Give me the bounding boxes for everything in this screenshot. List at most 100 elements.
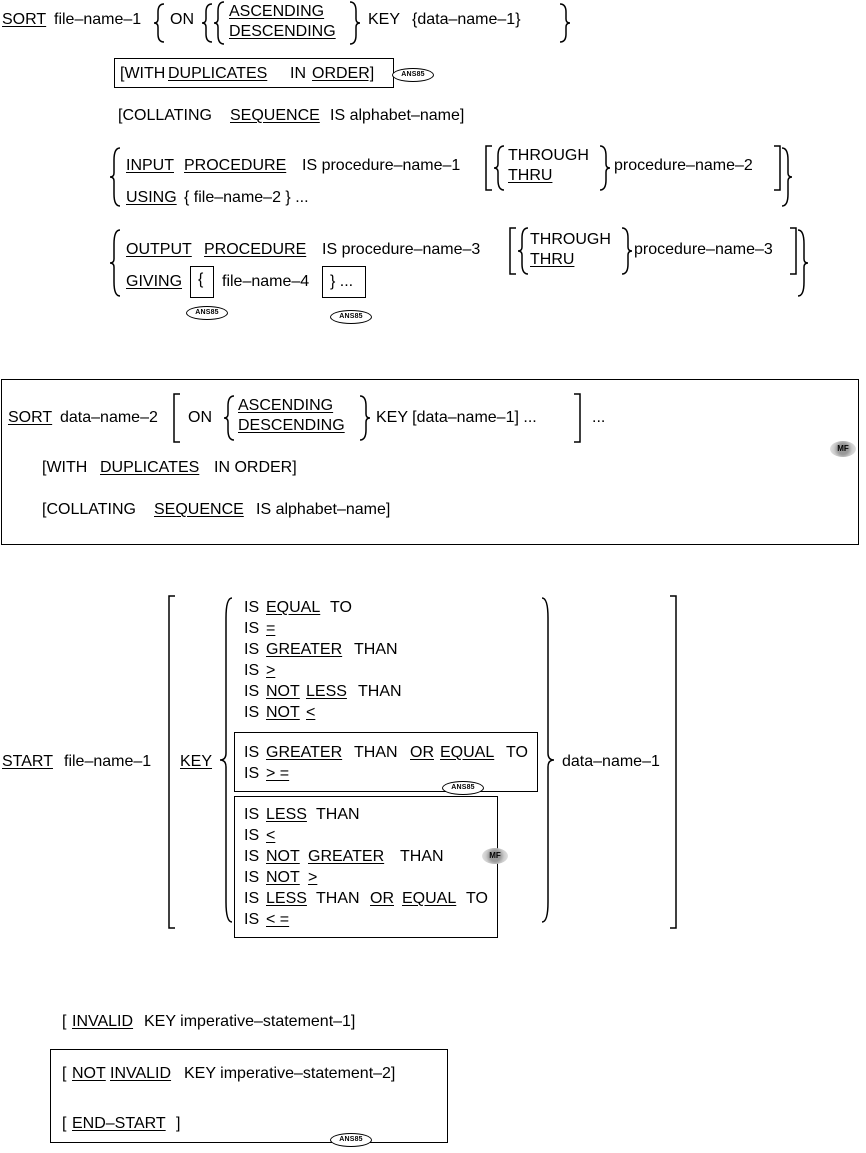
is-keyword: IS bbox=[244, 599, 260, 616]
is-procedure-name-1: IS procedure–name–1 bbox=[302, 157, 461, 174]
thru-keyword: THRU bbox=[508, 167, 553, 184]
is-procedure-name-3: IS procedure–name–3 bbox=[322, 241, 481, 258]
data-name-1: {data–name–1} bbox=[412, 11, 521, 28]
bracket-right bbox=[774, 145, 781, 191]
bracket-open: [ bbox=[62, 1065, 67, 1082]
file-name-1: file–name–1 bbox=[64, 753, 152, 770]
key-keyword: KEY bbox=[368, 11, 401, 28]
to-keyword: TO bbox=[330, 599, 352, 616]
than-keyword: THAN bbox=[316, 890, 360, 907]
to-keyword: TO bbox=[506, 744, 528, 761]
brace-open: { bbox=[198, 271, 204, 288]
descending-keyword: DESCENDING bbox=[229, 23, 336, 40]
not-keyword: NOT bbox=[72, 1065, 106, 1082]
equal-sign: = bbox=[266, 620, 276, 637]
is-keyword: IS bbox=[244, 890, 260, 907]
bracket-left bbox=[168, 595, 175, 929]
bracket-right bbox=[574, 393, 581, 443]
bracket-left bbox=[173, 393, 180, 443]
output-keyword: OUTPUT bbox=[126, 241, 192, 258]
invalid-keyword: INVALID bbox=[110, 1065, 172, 1082]
ans85-badge: ANS85 bbox=[186, 306, 228, 320]
brace-right bbox=[621, 227, 633, 275]
brace-right bbox=[599, 145, 611, 191]
brace-right bbox=[797, 229, 809, 297]
duplicates-keyword: DUPLICATES bbox=[168, 65, 268, 82]
bracket-open: [ bbox=[62, 1013, 67, 1030]
duplicates-keyword: DUPLICATES bbox=[100, 459, 200, 476]
file-name-2: { file–name–2 } ... bbox=[184, 189, 309, 206]
through-keyword: THROUGH bbox=[530, 231, 611, 248]
start-keyword: START bbox=[2, 753, 53, 770]
data-name-1: data–name–1 bbox=[562, 753, 660, 770]
sort-table-format-box bbox=[1, 379, 859, 545]
not-keyword: NOT bbox=[266, 869, 300, 886]
than-keyword: THAN bbox=[358, 683, 402, 700]
bracket-open: [ bbox=[62, 1115, 67, 1132]
descending-keyword: DESCENDING bbox=[238, 417, 345, 434]
than-keyword: THAN bbox=[400, 848, 444, 865]
bracket-right bbox=[790, 227, 797, 275]
with-keyword: [WITH bbox=[42, 459, 88, 476]
sort-keyword: SORT bbox=[2, 11, 47, 28]
is-keyword: IS bbox=[244, 848, 260, 865]
using-keyword: USING bbox=[126, 189, 177, 206]
mf-badge: MF bbox=[830, 441, 856, 457]
sort-keyword: SORT bbox=[8, 409, 53, 426]
brace-left bbox=[219, 597, 233, 923]
greater-sign: > bbox=[266, 662, 276, 679]
ascending-keyword: ASCENDING bbox=[229, 3, 325, 20]
procedure-name-2: procedure–name–2 bbox=[614, 157, 753, 174]
not-keyword: NOT bbox=[266, 704, 300, 721]
greater-or-equal-sign: > = bbox=[266, 765, 290, 782]
on-keyword: ON bbox=[170, 11, 194, 28]
greater-keyword: GREATER bbox=[266, 744, 343, 761]
less-sign: < bbox=[266, 827, 276, 844]
not-invalid-box bbox=[50, 1049, 448, 1143]
is-keyword: IS bbox=[244, 683, 260, 700]
less-sign: < bbox=[306, 704, 316, 721]
key-keyword: KEY bbox=[180, 753, 213, 770]
is-keyword: IS bbox=[244, 911, 260, 928]
ans85-badge: ANS85 bbox=[392, 68, 434, 82]
brace-left bbox=[213, 1, 225, 45]
bracket-left bbox=[509, 227, 516, 275]
thru-keyword: THRU bbox=[530, 251, 575, 268]
ans85-badge: ANS85 bbox=[330, 310, 372, 324]
less-or-equal-sign: < = bbox=[266, 911, 290, 928]
less-keyword: LESS bbox=[306, 683, 347, 700]
greater-sign: > bbox=[308, 869, 318, 886]
not-keyword: NOT bbox=[266, 848, 300, 865]
input-keyword: INPUT bbox=[126, 157, 174, 174]
brace-left bbox=[153, 3, 165, 43]
brace-right bbox=[781, 147, 793, 207]
bracket-left bbox=[485, 145, 492, 191]
is-keyword: IS bbox=[244, 765, 260, 782]
bracket-close: ] bbox=[176, 1115, 181, 1132]
data-name-2: data–name–2 bbox=[60, 409, 158, 426]
equal-keyword: EQUAL bbox=[402, 890, 457, 907]
in-order: IN ORDER] bbox=[214, 459, 297, 476]
or-keyword: OR bbox=[410, 744, 434, 761]
ans85-badge: ANS85 bbox=[442, 781, 484, 795]
file-name-1: file–name–1 bbox=[54, 11, 142, 28]
is-keyword: IS bbox=[244, 620, 260, 637]
is-keyword: IS bbox=[244, 641, 260, 658]
file-name-4: file–name–4 bbox=[222, 273, 310, 290]
giving-keyword: GIVING bbox=[126, 273, 183, 290]
collating-keyword: [COLLATING bbox=[118, 107, 212, 124]
invalid-key-imperative-2: KEY imperative–statement–2] bbox=[184, 1065, 396, 1082]
sequence-keyword: SEQUENCE bbox=[230, 107, 320, 124]
or-keyword: OR bbox=[370, 890, 394, 907]
is-keyword: IS bbox=[244, 744, 260, 761]
is-keyword: IS bbox=[244, 869, 260, 886]
with-keyword: [WITH bbox=[120, 65, 166, 82]
procedure-keyword: PROCEDURE bbox=[204, 241, 307, 258]
less-keyword: LESS bbox=[266, 806, 307, 823]
collating-keyword: [COLLATING bbox=[42, 501, 136, 518]
mf-badge: MF bbox=[482, 848, 508, 864]
brace-left bbox=[109, 229, 121, 297]
sequence-keyword: SEQUENCE bbox=[154, 501, 244, 518]
bracket-right bbox=[670, 595, 677, 929]
ans85-badge: ANS85 bbox=[330, 1133, 372, 1147]
